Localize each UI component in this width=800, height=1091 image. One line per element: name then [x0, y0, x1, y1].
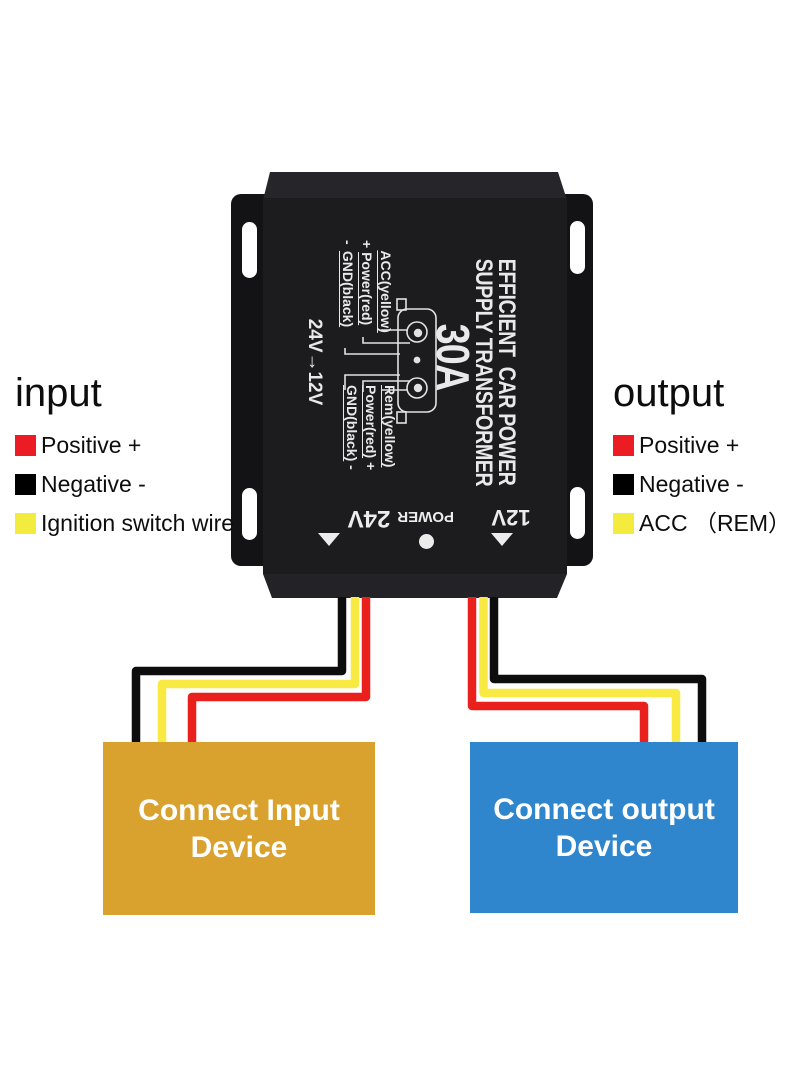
- connect-output-line2: Device: [555, 829, 653, 863]
- connect-input-line2: Device: [190, 830, 288, 864]
- terminal-label-gnd-out: GND(black) -: [344, 385, 360, 470]
- device-title-line1: EFFICIENT CAR POWER: [493, 258, 520, 486]
- legend-row-input-positive: Positive +: [15, 432, 240, 459]
- input-legend-title: input: [15, 371, 102, 415]
- terminal-label-gnd-in: - GND(black): [340, 240, 356, 328]
- marking-power: POWER: [397, 508, 454, 525]
- input-ignition-wire: [157, 597, 360, 742]
- terminal-label-acc: ACC(yellow): [378, 250, 394, 333]
- output-terminal-labels: Rem(yellow) Power(red) + GND(black) -: [342, 385, 399, 500]
- legend-row-output-negative: Negative -: [613, 471, 800, 498]
- red-swatch-icon: [15, 435, 36, 456]
- terminal-label-power-in: + Power(red): [359, 240, 375, 326]
- mounting-slot-bottom-right: [570, 487, 585, 539]
- output-positive-wire: [467, 597, 649, 742]
- legend-row-output-positive: Positive +: [613, 432, 800, 459]
- legend-row-input-ignition: Ignition switch wire: [15, 510, 240, 537]
- input-legend: input Positive + Negative - Ignition swi…: [15, 370, 240, 549]
- legend-row-output-acc: ACC （REM）: [613, 510, 800, 537]
- mounting-slot-top-left: [242, 222, 257, 278]
- connect-output-device-box: Connect output Device: [470, 742, 738, 913]
- power-led-dot: [419, 534, 434, 549]
- output-legend: output Positive + Negative - ACC （REM）: [613, 370, 800, 549]
- output-acc-wire: [479, 597, 681, 742]
- connect-input-line1: Connect Input: [138, 793, 340, 827]
- marking-24v: 24V: [347, 505, 391, 532]
- voltage-conversion-label: 24V→12V: [304, 318, 325, 406]
- input-positive-wire: [187, 597, 371, 742]
- output-legend-title: output: [613, 371, 725, 415]
- arrow-12v-icon: [491, 533, 513, 546]
- input-negative-wire: [131, 597, 347, 742]
- black-swatch-icon: [613, 474, 634, 495]
- mounting-slot-top-right: [570, 221, 585, 274]
- mounting-slot-bottom-left: [242, 488, 257, 540]
- terminal-label-rem: Rem(yellow): [382, 385, 398, 468]
- connect-input-device-box: Connect Input Device: [103, 742, 375, 915]
- marking-12v: 12V: [491, 505, 531, 530]
- device-title: EFFICIENT CAR POWER SUPPLY TRANSFORMER 3…: [427, 258, 520, 487]
- device-amperage: 30A: [427, 323, 479, 391]
- yellow-swatch-icon: [613, 513, 634, 534]
- black-swatch-icon: [15, 474, 36, 495]
- terminal-label-power-out: Power(red) +: [363, 385, 379, 471]
- yellow-swatch-icon: [15, 513, 36, 534]
- red-swatch-icon: [613, 435, 634, 456]
- legend-row-input-negative: Negative -: [15, 471, 240, 498]
- arrow-24v-icon: [318, 533, 340, 546]
- input-terminal-labels: ACC(yellow) + Power(red) - GND(black): [338, 240, 395, 355]
- output-negative-wire: [489, 597, 707, 742]
- connect-output-line1: Connect output: [493, 792, 715, 826]
